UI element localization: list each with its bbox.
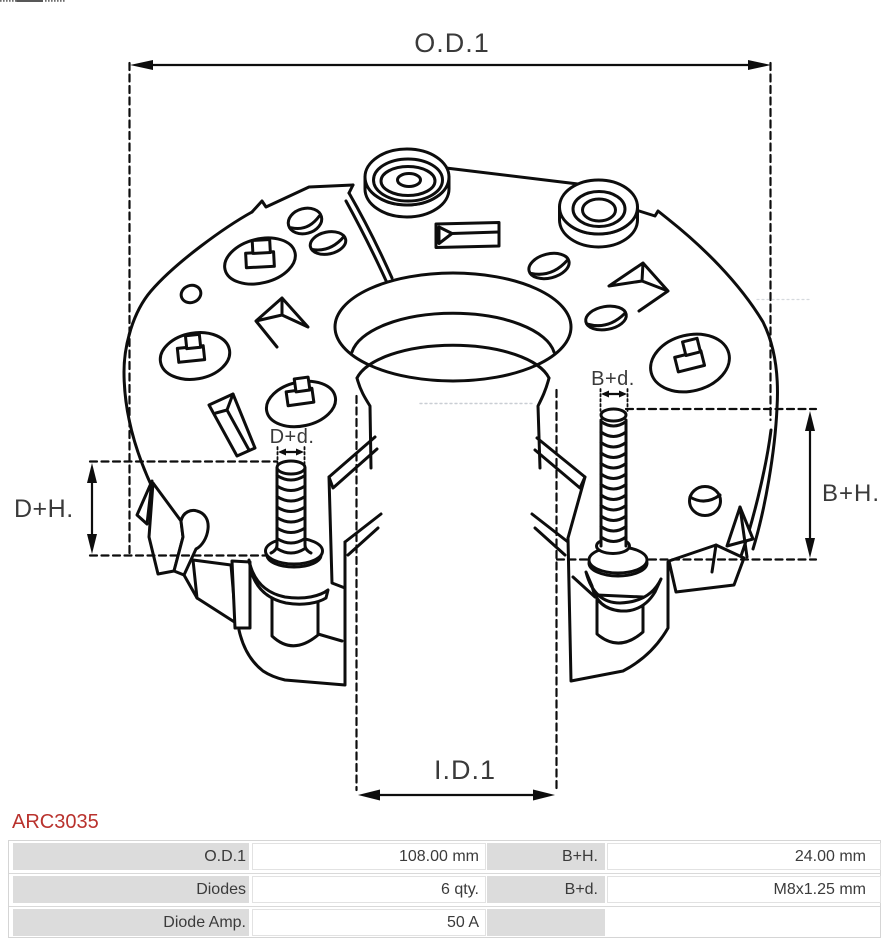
svg-text:O.D.1: O.D.1 xyxy=(414,28,490,58)
svg-text:D+d.: D+d. xyxy=(270,426,315,448)
svg-text:B+H.: B+H. xyxy=(822,480,880,507)
svg-text:D+H.: D+H. xyxy=(14,495,74,523)
svg-text:I.D.1: I.D.1 xyxy=(434,755,496,785)
svg-text:B+d.: B+d. xyxy=(591,368,635,390)
